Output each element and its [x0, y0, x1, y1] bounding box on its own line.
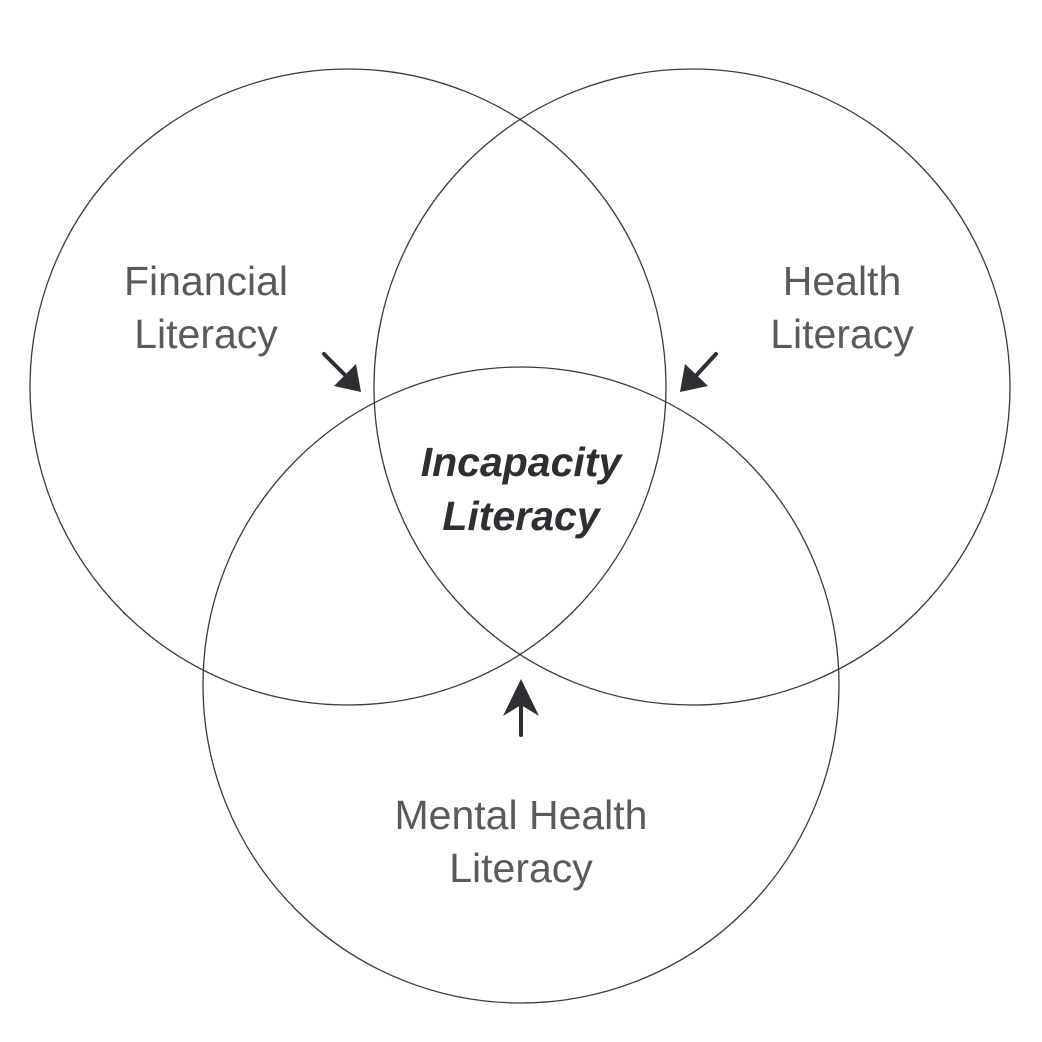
mental-health-literacy-label-line2: Literacy [449, 845, 593, 891]
health-literacy-circle [373, 68, 1011, 706]
mental-health-literacy-circle [202, 366, 840, 1004]
health-literacy-label-line1: Health [783, 258, 902, 304]
incapacity-literacy-label: Incapacity Literacy [421, 439, 624, 539]
arrow-up-icon [503, 679, 539, 737]
incapacity-literacy-label-line1: Incapacity [421, 439, 624, 485]
financial-literacy-circle [29, 68, 667, 706]
financial-literacy-label-line1: Financial [124, 258, 288, 304]
mental-health-literacy-label-line1: Mental Health [395, 792, 648, 838]
incapacity-literacy-label-line2: Literacy [442, 493, 601, 539]
mental-health-literacy-label: Mental Health Literacy [395, 792, 648, 891]
arrow-down-left-icon [680, 352, 718, 392]
financial-literacy-label-line2: Literacy [134, 311, 278, 357]
financial-literacy-label: Financial Literacy [124, 258, 288, 357]
health-literacy-label: Health Literacy [770, 258, 914, 357]
health-literacy-label-line2: Literacy [770, 311, 914, 357]
arrow-down-right-icon [322, 352, 361, 392]
